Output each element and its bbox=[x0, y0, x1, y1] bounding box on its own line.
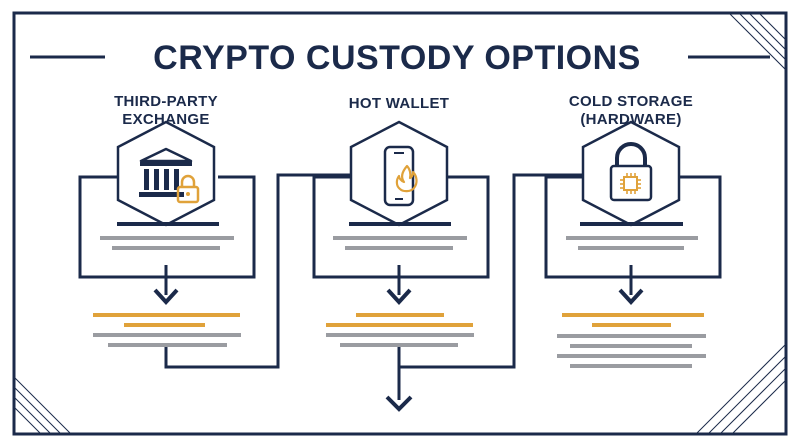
column-2-bracket bbox=[312, 175, 490, 279]
column-1-label-line-1: THIRD-PARTY bbox=[114, 93, 218, 110]
column-1-arrow-down-icon bbox=[153, 288, 179, 305]
column-1-top-lines bbox=[100, 222, 234, 250]
column-3-label: COLD STORAGE (HARDWARE) bbox=[569, 93, 693, 128]
column-3-top-lines bbox=[566, 222, 698, 250]
connector-lines bbox=[78, 173, 722, 400]
column-3-bottom-lines bbox=[557, 313, 706, 368]
column-2-hexagon bbox=[349, 120, 449, 227]
final-arrow-down-icon bbox=[385, 395, 413, 412]
flow-connector-left bbox=[164, 173, 350, 369]
column-3-label-line-1: COLD STORAGE bbox=[569, 93, 693, 110]
column-3-bracket bbox=[544, 175, 722, 279]
column-1-bottom-lines bbox=[93, 313, 241, 347]
hexagons bbox=[116, 120, 681, 227]
arrowheads bbox=[153, 288, 644, 412]
page-title: CRYPTO CUSTODY OPTIONS bbox=[153, 39, 641, 77]
corner-hatch-bottom-right bbox=[696, 344, 786, 434]
bank-lock-icon bbox=[139, 147, 200, 204]
column-1-label: THIRD-PARTY EXCHANGE bbox=[114, 93, 218, 128]
column-2-label: HOT WALLET bbox=[349, 95, 450, 112]
corner-hatch-bottom-left bbox=[14, 377, 71, 434]
flow-connector-right bbox=[399, 173, 582, 369]
column-1-label-line-2: EXCHANGE bbox=[122, 111, 209, 128]
padlock-chip-icon bbox=[609, 142, 653, 202]
column-2-arrow-down-icon bbox=[386, 288, 412, 305]
column-3-label-line-2: (HARDWARE) bbox=[580, 111, 681, 128]
corner-hatch-top-right bbox=[729, 13, 786, 70]
column-2-label-line-1: HOT WALLET bbox=[349, 95, 450, 112]
column-3-arrow-down-icon bbox=[618, 288, 644, 305]
phone-fire-icon bbox=[383, 145, 418, 207]
column-2-bottom-lines bbox=[326, 313, 474, 347]
outer-frame bbox=[12, 11, 788, 436]
column-2-top-lines bbox=[333, 222, 467, 250]
